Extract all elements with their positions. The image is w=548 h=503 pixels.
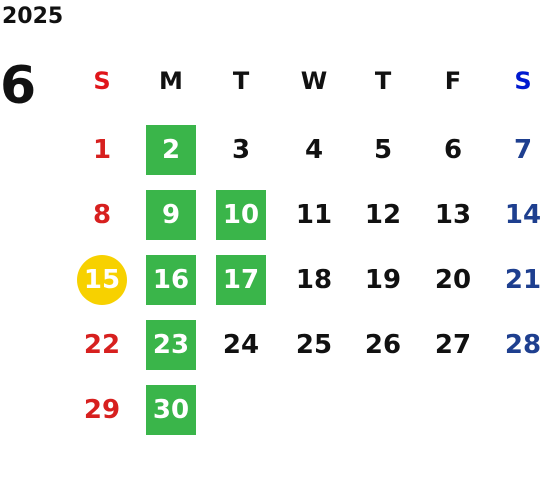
day-cell[interactable]: 6 [443, 135, 463, 165]
day-cell[interactable]: 24 [222, 330, 260, 360]
day-cell[interactable]: 25 [295, 330, 333, 360]
weekday-tuesday: T [232, 67, 250, 95]
day-cell[interactable]: 14 [504, 200, 542, 230]
day-cell[interactable]: 1 [92, 135, 112, 165]
day-cell[interactable]: 26 [364, 330, 402, 360]
year-label: 2025 [2, 4, 64, 29]
weekday-saturday: S [514, 67, 532, 95]
day-cell[interactable]: 8 [92, 200, 112, 230]
weekday-sunday: S [93, 67, 111, 95]
day-cell[interactable]: 27 [434, 330, 472, 360]
day-cell[interactable]: 29 [83, 395, 121, 425]
day-cell[interactable]: 21 [504, 265, 542, 295]
day-cell-today[interactable]: 15 [77, 255, 127, 305]
day-cell[interactable]: 11 [295, 200, 333, 230]
day-cell[interactable]: 13 [434, 200, 472, 230]
weekday-monday: M [159, 67, 183, 95]
day-cell[interactable]: 19 [364, 265, 402, 295]
weekday-wednesday: W [300, 67, 328, 95]
month-label: 6 [0, 56, 37, 116]
day-cell[interactable]: 23 [146, 320, 196, 370]
day-cell[interactable]: 20 [434, 265, 472, 295]
day-cell[interactable]: 18 [295, 265, 333, 295]
day-cell[interactable]: 7 [513, 135, 533, 165]
day-cell[interactable]: 22 [83, 330, 121, 360]
day-cell[interactable]: 4 [304, 135, 324, 165]
day-cell[interactable]: 9 [146, 190, 196, 240]
day-cell[interactable]: 5 [373, 135, 393, 165]
day-cell[interactable]: 12 [364, 200, 402, 230]
weekday-friday: F [444, 67, 462, 95]
day-cell[interactable]: 10 [216, 190, 266, 240]
day-cell[interactable]: 28 [504, 330, 542, 360]
day-cell[interactable]: 3 [231, 135, 251, 165]
day-cell[interactable]: 2 [146, 125, 196, 175]
day-cell[interactable]: 17 [216, 255, 266, 305]
day-cell[interactable]: 30 [146, 385, 196, 435]
day-cell[interactable]: 16 [146, 255, 196, 305]
weekday-thursday: T [374, 67, 392, 95]
